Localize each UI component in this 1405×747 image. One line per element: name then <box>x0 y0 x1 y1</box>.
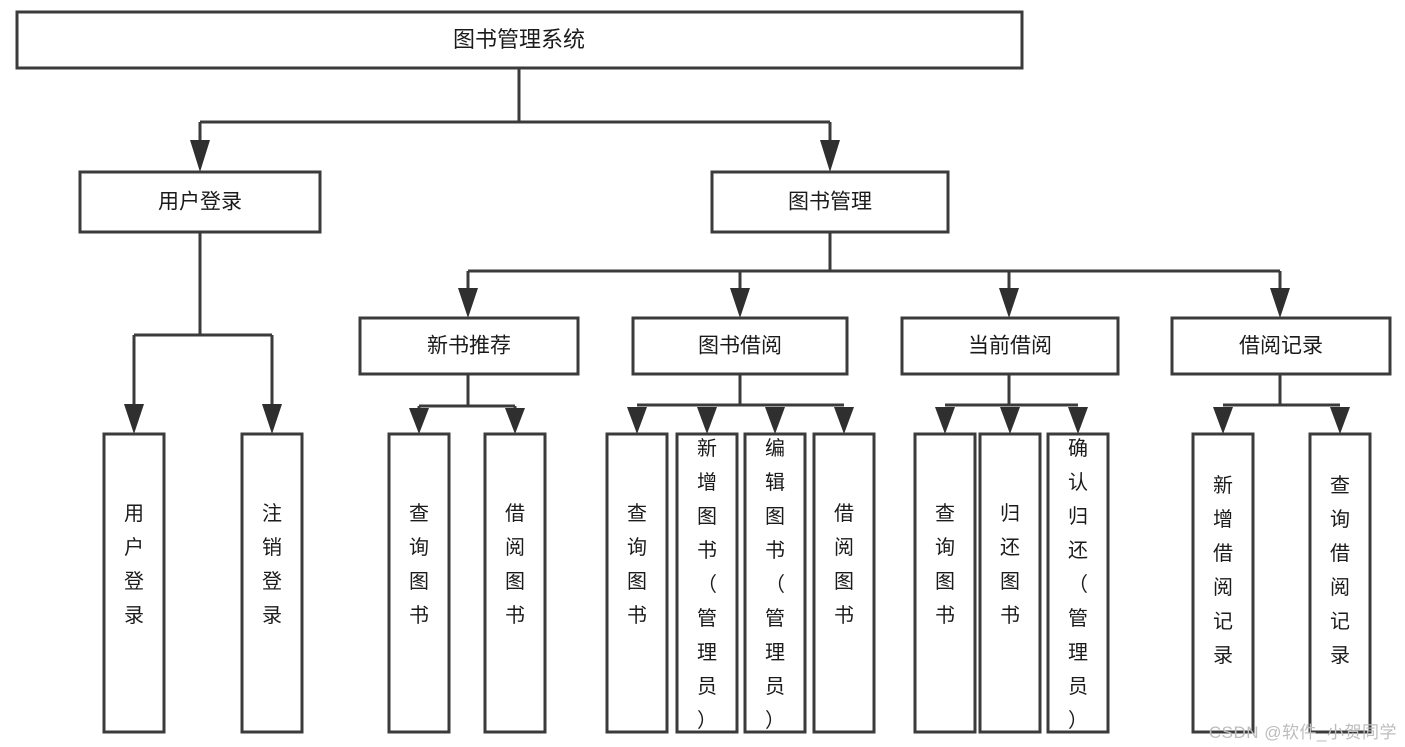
leaf-node-user-login-login[interactable]: 用户登录 <box>102 432 166 734</box>
node-box <box>675 432 739 734</box>
arrow-icon <box>935 407 955 434</box>
node-box <box>1170 316 1392 376</box>
leaf-node-book-borrow-query[interactable]: 查询图书 <box>605 432 669 734</box>
node-box <box>240 432 304 734</box>
leaf-label: 查询图书 <box>627 502 647 627</box>
node-box <box>78 170 322 234</box>
connector-book-borrow-to-leaves <box>627 374 854 434</box>
leaf-label: 借阅图书 <box>834 502 854 627</box>
node-box <box>900 316 1120 376</box>
node-label: 图书管理 <box>788 191 872 214</box>
connector-root-to-level2 <box>190 68 840 172</box>
node-label: 图书管理系统 <box>453 27 585 52</box>
node-box <box>358 316 580 376</box>
arrow-icon <box>697 407 717 434</box>
node-box <box>1308 432 1372 734</box>
arrow-icon <box>1270 288 1290 318</box>
node-book-management[interactable]: 图书管理 <box>710 170 950 234</box>
leaf-node-borrow-record-query[interactable]: 查询借阅记录 <box>1308 432 1372 734</box>
connector-book-manage-to-level3 <box>458 232 1290 318</box>
node-user-login[interactable]: 用户登录 <box>78 170 322 234</box>
arrow-icon <box>458 288 478 318</box>
leaf-label: 确认归还（管理员） <box>1068 437 1088 732</box>
node-borrow-record[interactable]: 借阅记录 <box>1170 316 1392 376</box>
leaf-node-new-book-query[interactable]: 查询图书 <box>387 432 451 734</box>
leaf-label: 查询借阅记录 <box>1330 474 1350 667</box>
arrow-icon <box>505 408 525 434</box>
arrow-icon <box>1068 407 1088 434</box>
arrow-icon <box>627 407 647 434</box>
leaf-node-book-borrow-add[interactable]: 新增图书（管理员） <box>675 432 739 734</box>
leaf-node-new-book-borrow[interactable]: 借阅图书 <box>483 432 547 734</box>
node-book-borrow[interactable]: 图书借阅 <box>631 316 849 376</box>
node-box <box>913 432 977 734</box>
arrow-icon <box>1000 407 1020 434</box>
node-root[interactable]: 图书管理系统 <box>15 10 1024 70</box>
leaf-label: 借阅图书 <box>505 502 525 627</box>
leaf-label: 新增图书（管理员） <box>697 437 717 732</box>
arrow-icon <box>730 288 750 318</box>
node-label: 借阅记录 <box>1239 335 1323 358</box>
leaf-label: 查询图书 <box>935 502 955 627</box>
node-label: 当前借阅 <box>968 335 1052 358</box>
connector-new-book-to-leaves <box>409 374 525 434</box>
arrow-icon <box>999 288 1019 318</box>
arrow-icon <box>409 408 429 434</box>
node-box <box>631 316 849 376</box>
node-box <box>605 432 669 734</box>
node-current-borrow[interactable]: 当前借阅 <box>900 316 1120 376</box>
arrow-icon <box>124 404 144 434</box>
leaf-label: 新增借阅记录 <box>1213 474 1233 667</box>
leaf-label: 编辑图书（管理员） <box>765 437 785 732</box>
leaf-node-current-borrow-query[interactable]: 查询图书 <box>913 432 977 734</box>
arrow-icon <box>1330 407 1350 434</box>
arrow-icon <box>820 140 840 172</box>
node-box <box>387 432 451 734</box>
leaf-label: 查询图书 <box>409 502 429 627</box>
connector-user-login-to-leaves <box>124 232 282 434</box>
node-box <box>812 432 876 734</box>
node-box <box>743 432 807 734</box>
node-box <box>710 170 950 234</box>
connector-borrow-record-to-leaves <box>1213 374 1350 434</box>
leaf-node-user-login-logout[interactable]: 注销登录 <box>240 432 304 734</box>
connector-current-borrow-to-leaves <box>935 374 1088 434</box>
arrow-icon <box>190 140 210 172</box>
leaf-node-book-borrow-edit[interactable]: 编辑图书（管理员） <box>743 432 807 734</box>
node-new-book-recommend[interactable]: 新书推荐 <box>358 316 580 376</box>
arrow-icon <box>834 407 854 434</box>
node-box <box>1046 432 1110 734</box>
arrow-icon <box>1213 407 1233 434</box>
leaf-label: 归还图书 <box>1000 502 1020 627</box>
leaf-label: 注销登录 <box>262 502 282 627</box>
leaf-label: 用户登录 <box>124 503 144 627</box>
leaf-node-borrow-record-add[interactable]: 新增借阅记录 <box>1191 432 1255 734</box>
leaf-node-current-borrow-confirm[interactable]: 确认归还（管理员） <box>1046 432 1110 734</box>
node-label: 图书借阅 <box>698 335 782 358</box>
arrow-icon <box>262 404 282 434</box>
arrow-icon <box>765 407 785 434</box>
leaf-node-current-borrow-return[interactable]: 归还图书 <box>978 432 1042 734</box>
node-box <box>1191 432 1255 734</box>
node-box <box>483 432 547 734</box>
node-label: 新书推荐 <box>427 335 511 358</box>
node-label: 用户登录 <box>158 191 242 214</box>
node-box <box>102 432 166 734</box>
node-box <box>978 432 1042 734</box>
leaf-node-book-borrow-borrow[interactable]: 借阅图书 <box>812 432 876 734</box>
node-box <box>15 10 1024 70</box>
